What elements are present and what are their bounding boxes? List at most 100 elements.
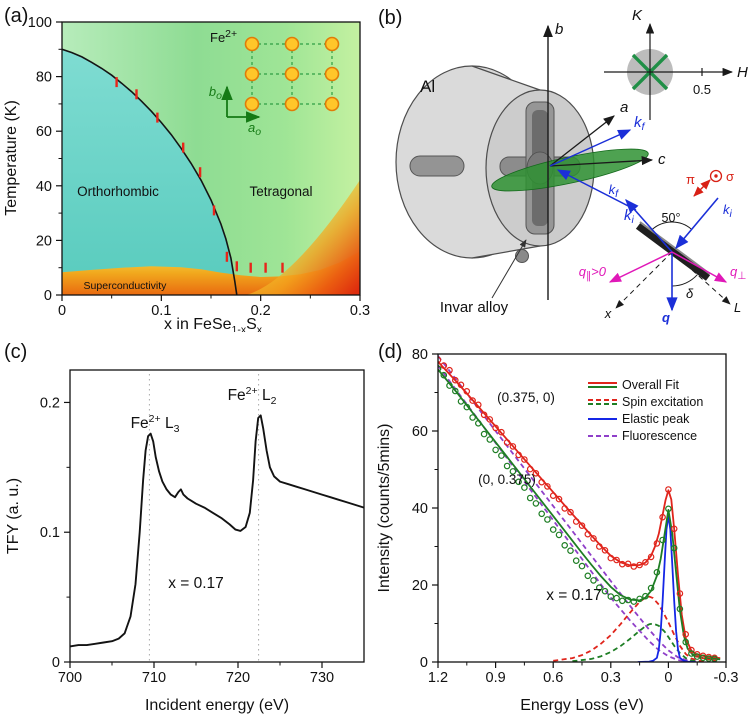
fluorescence-0-0375 <box>438 365 688 662</box>
data-point <box>538 478 546 486</box>
y-tick-label: 0 <box>44 288 52 304</box>
data-point <box>440 362 448 369</box>
x-tick-label: 720 <box>226 670 250 686</box>
data-point <box>521 456 528 463</box>
x-tick-label: 0.1 <box>151 303 171 319</box>
data-point <box>653 569 661 576</box>
magnet-body-edges <box>471 65 541 259</box>
data-point <box>440 371 448 379</box>
data-point <box>503 439 511 446</box>
invar-label: Invar alloy <box>440 299 509 316</box>
y-tick-label: 40 <box>36 179 52 195</box>
invar-leader-line <box>491 239 527 299</box>
q-perp-arrow <box>671 251 728 283</box>
x-axis-title: Energy Loss (eV) <box>520 697 644 714</box>
x-tick-label: 1.2 <box>428 670 448 686</box>
fe-atoms <box>244 36 340 112</box>
legend-label: Overall Fit <box>622 378 679 392</box>
bottom-hole <box>515 249 529 263</box>
data-point <box>584 530 592 538</box>
data-point <box>693 653 701 660</box>
data-point <box>642 592 649 600</box>
x-tick-label: -0.3 <box>714 670 739 686</box>
data-point <box>590 577 597 584</box>
y-tick-label: 80 <box>36 70 52 86</box>
data-point <box>515 451 522 459</box>
data-point <box>561 542 569 549</box>
sigma-polarization-icon <box>709 169 723 183</box>
data-point <box>475 401 482 409</box>
data-point <box>630 598 638 605</box>
data-point <box>480 430 488 438</box>
q-green-label: (0, 0.375) <box>478 472 536 487</box>
data-point <box>607 554 615 562</box>
data-point <box>498 428 505 436</box>
data-point <box>572 557 580 565</box>
x-tick-label: 0.3 <box>601 670 621 686</box>
data-point <box>469 414 476 421</box>
data-point <box>584 572 592 580</box>
y-axis-title: TFY (a. u.) <box>5 478 22 554</box>
k-axis-label: K <box>632 7 643 24</box>
scattering-geometry-inset: π σ 50° ki kf q∥>0 q⊥ q δ x L <box>579 169 747 325</box>
orthorhombic-region <box>62 49 237 295</box>
data-point <box>503 462 511 470</box>
y-tick-label: 20 <box>36 233 52 249</box>
data-point <box>469 397 476 404</box>
rixs-plot-layers <box>438 355 721 662</box>
data-point <box>688 646 695 654</box>
al-label: Al <box>420 77 435 96</box>
data-point <box>630 563 638 570</box>
reciprocal-space-inset: H K 0.5 <box>604 7 748 120</box>
x-tick-label: 730 <box>310 670 334 686</box>
x-tick-label: 700 <box>58 670 82 686</box>
xas-plot-layers <box>69 374 365 662</box>
y-tick-label: 0 <box>420 655 428 671</box>
q-parallel-arrow <box>608 251 673 283</box>
legend-label: Elastic peak <box>622 412 690 426</box>
q-label: q <box>662 310 670 325</box>
panel-b-label: (b) <box>378 7 402 29</box>
data-point <box>555 531 563 539</box>
fifty-degree-label: 50° <box>662 211 681 225</box>
data-point <box>463 387 471 395</box>
y-tick-label: 0 <box>52 655 60 671</box>
x-axis-title: Incident energy (eV) <box>145 697 289 714</box>
y-axis-title: Temperature (K) <box>3 100 20 216</box>
tetragonal-label: Tetragonal <box>249 184 312 199</box>
spin-excitation-0-0375 <box>572 622 700 662</box>
y-axis-title: Intensity (counts/5mins) <box>376 424 393 593</box>
data-point <box>676 605 684 613</box>
data-point <box>567 547 574 555</box>
data-point <box>601 547 609 554</box>
data-point <box>659 513 666 521</box>
legend-label: Spin excitation <box>622 395 703 409</box>
data-point <box>457 381 465 389</box>
y-tick-label: 40 <box>412 501 428 517</box>
data-point <box>438 365 442 372</box>
h-axis-label: H <box>737 64 748 81</box>
data-point <box>596 543 603 550</box>
plot-frame <box>69 369 365 663</box>
a-axis-label: a <box>620 99 628 116</box>
composition-label: x = 0.17 <box>546 587 602 604</box>
data-point <box>670 525 678 533</box>
data-point <box>636 561 643 569</box>
delta-arc <box>671 274 698 287</box>
y-tick-label: 60 <box>36 124 52 140</box>
data-point <box>532 500 540 507</box>
data-point <box>601 587 609 595</box>
data-point <box>509 443 517 450</box>
overall-fit-0-0375 <box>438 368 721 661</box>
fluorescence-0375-0 <box>438 355 698 662</box>
sigma-label: σ <box>726 169 734 184</box>
q-perp-label: q⊥ <box>730 264 746 282</box>
data-point <box>665 486 672 493</box>
ki-label: ki <box>624 207 635 226</box>
data-point <box>613 556 620 564</box>
q-red-label: (0.375, 0) <box>497 390 555 405</box>
